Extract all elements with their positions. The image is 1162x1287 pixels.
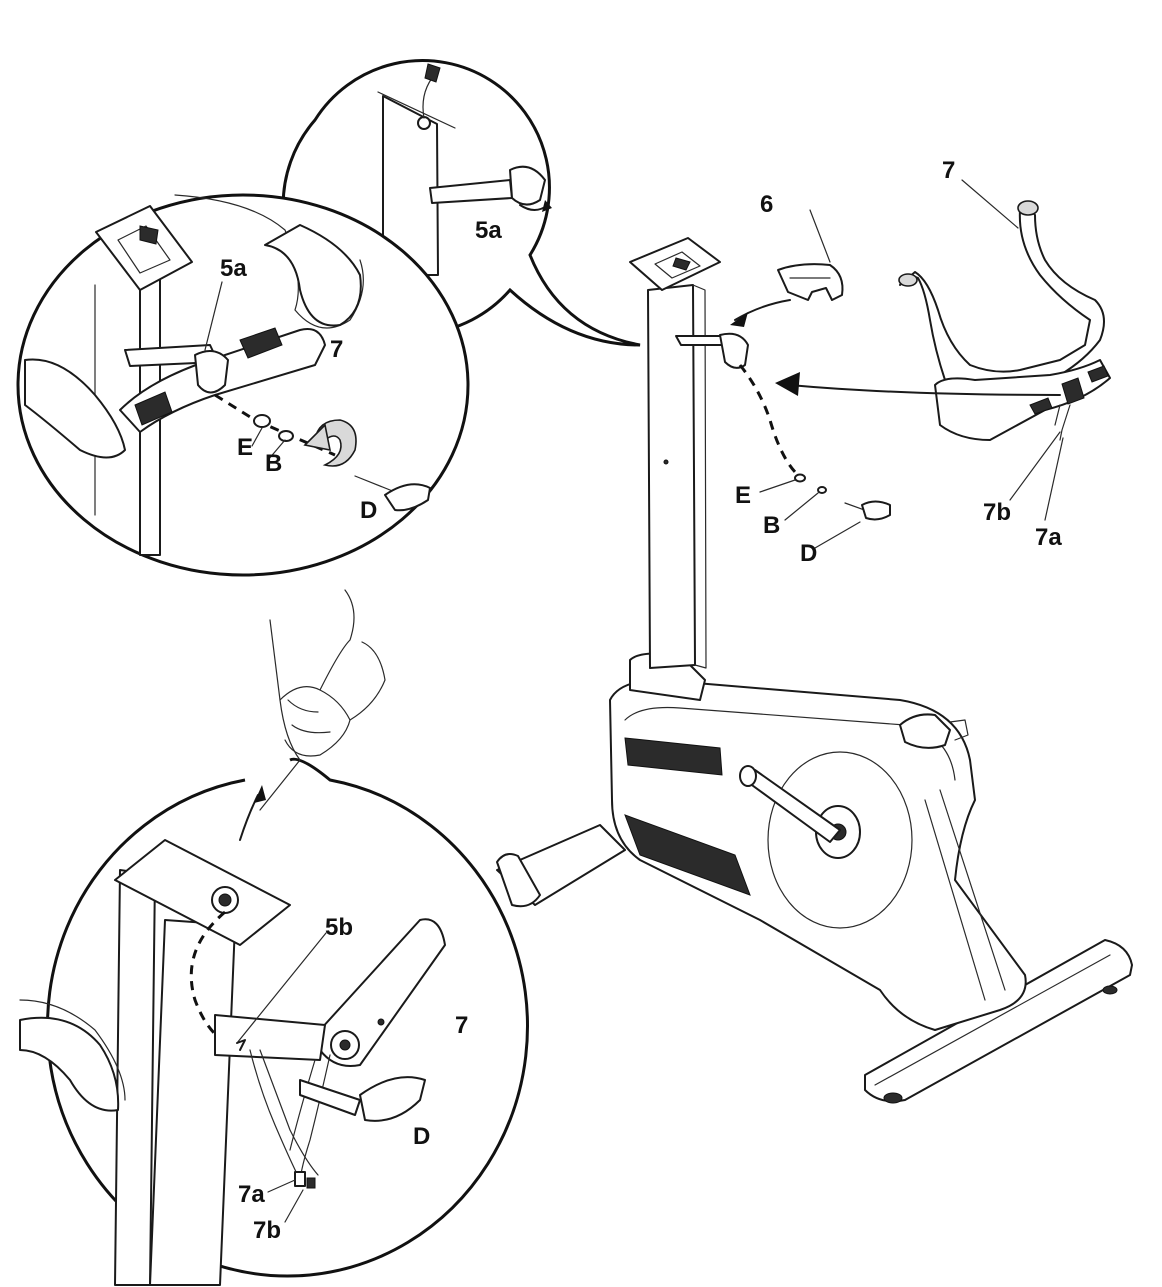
label-7-bottom: 7: [455, 1012, 468, 1039]
label-7-main: 7: [942, 157, 955, 184]
label-E-main: E: [735, 482, 751, 509]
label-7a-bottom: 7a: [238, 1181, 265, 1208]
label-7a-main: 7a: [1035, 524, 1062, 551]
label-5a-left: 5a: [220, 255, 247, 282]
label-E-left: E: [237, 434, 253, 461]
detail-bubble-bottom: [19, 589, 529, 1286]
callout-labels: 5a 5a 7 E B D 6 7 E B D 7a 7b 5b 7 D 7a …: [220, 157, 1062, 1244]
label-D-bottom: D: [413, 1123, 430, 1150]
label-7b-main: 7b: [983, 499, 1011, 526]
label-6: 6: [760, 191, 773, 218]
label-B-left: B: [265, 450, 282, 477]
detail-bubble-left: [16, 193, 470, 577]
label-D-main: D: [800, 540, 817, 567]
label-D-left: D: [360, 497, 377, 524]
exercise-bike: [496, 179, 1133, 1104]
label-7-left: 7: [330, 336, 343, 363]
label-5b: 5b: [325, 914, 353, 941]
label-B-main: B: [763, 512, 780, 539]
label-7b-bottom: 7b: [253, 1217, 281, 1244]
label-5a-top: 5a: [475, 217, 502, 244]
